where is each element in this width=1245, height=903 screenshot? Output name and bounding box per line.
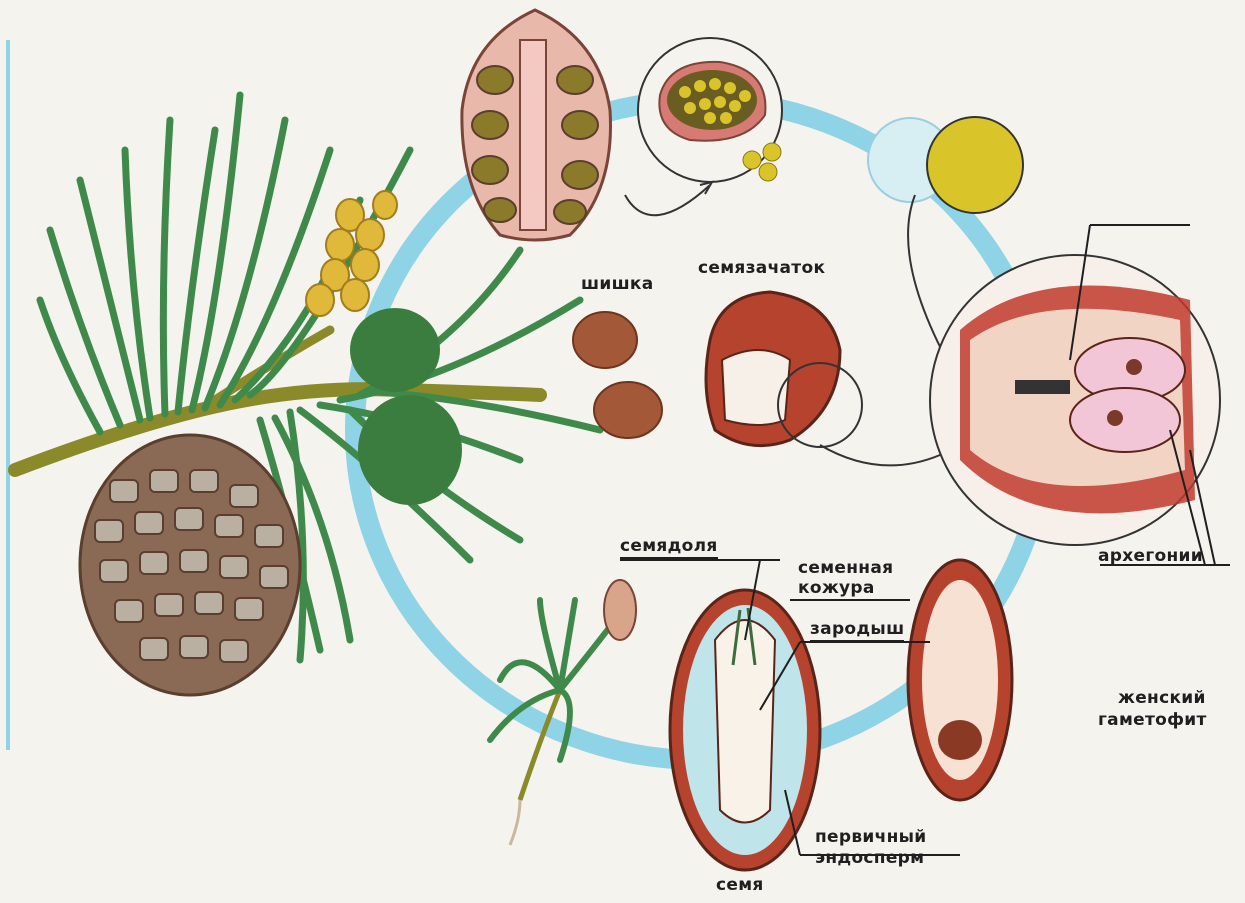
label-embryo: зародыш: [810, 619, 904, 642]
seed-longitudinal: [908, 560, 1012, 800]
label-ovule: семязачаток: [698, 258, 825, 278]
label-seed-coat-line2: кожура: [798, 578, 875, 601]
label-female-gametophyte-line1: женский: [1118, 688, 1206, 708]
label-primary-endosperm-line2: эндосперм: [815, 848, 924, 868]
ovule-drawing: [706, 292, 940, 465]
left-edge-strip: [6, 40, 10, 750]
label-primary-endosperm-line1: первичный: [815, 827, 927, 847]
label-female-gametophyte-line2: гаметофит: [1098, 710, 1207, 730]
pollen-cone-section: [462, 10, 611, 240]
mature-pine-cone: [80, 435, 300, 695]
label-seed: семя: [716, 875, 764, 895]
small-red-cones: [573, 312, 662, 438]
archegonia-zoom: [930, 225, 1230, 565]
label-archegonia: архегонии: [1098, 546, 1203, 566]
pollen-sac-zoom: [625, 38, 782, 215]
label-cone: шишка: [581, 274, 654, 294]
label-seed-coat-line1: семенная: [798, 558, 893, 578]
seedling: [490, 580, 636, 845]
label-cotyledon: семядоля: [620, 536, 718, 559]
